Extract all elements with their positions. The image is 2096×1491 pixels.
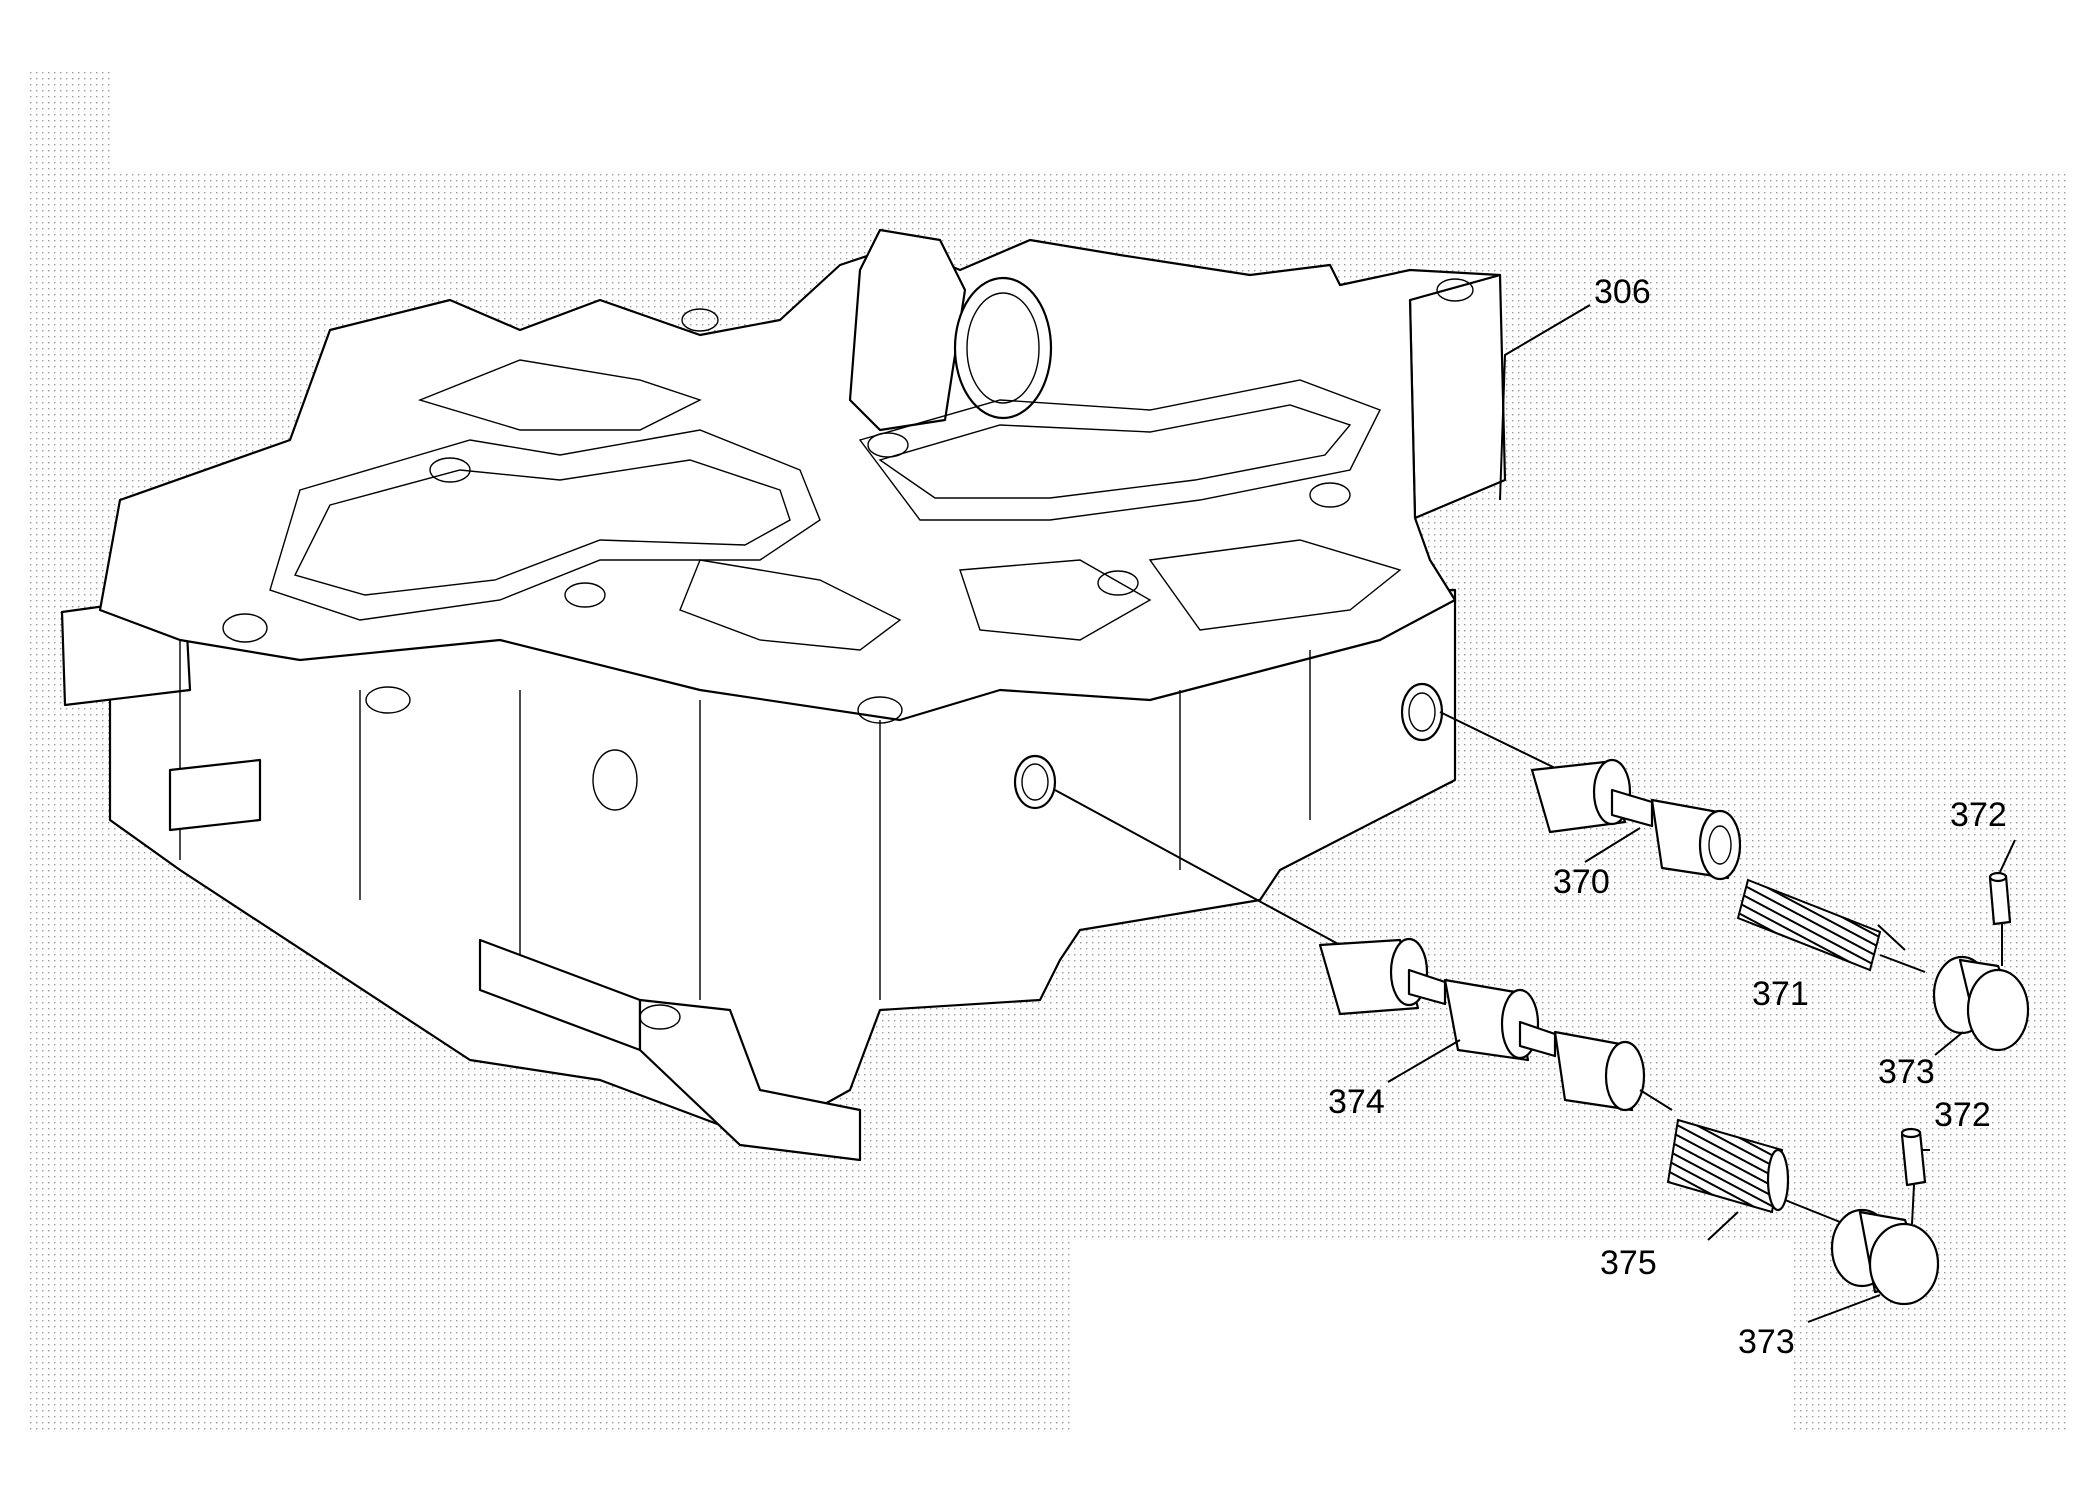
upper-valve-train [1439,711,2030,1052]
callout-373-lower: 373 [1738,1323,1795,1361]
callout-374: 374 [1328,1083,1385,1121]
callout-371: 371 [1752,975,1809,1013]
callout-373-upper: 373 [1878,1053,1935,1091]
callout-375: 375 [1600,1244,1657,1282]
retainer-pin-372-upper [1988,871,2012,966]
lower-valve-train [1054,789,1940,1306]
callout-leaders [1387,304,2016,1323]
callout-370: 370 [1553,863,1610,901]
valve-374 [1318,937,1673,1112]
retainer-pin-372-lower [1900,1127,1927,1225]
spring-375 [1666,1118,1790,1214]
spring-371 [1736,878,1882,972]
callout-labels: 306 370 371 372 373 374 372 375 373 [1328,273,2007,1361]
plug-373-lower [1830,1208,1940,1306]
valve-body [60,228,1507,1162]
plug-373-upper [1932,955,2030,1052]
callout-306: 306 [1594,273,1651,311]
callout-372-upper: 372 [1950,796,2007,834]
callout-372-lower: 372 [1934,1096,1991,1134]
valve-370 [1530,758,1742,881]
